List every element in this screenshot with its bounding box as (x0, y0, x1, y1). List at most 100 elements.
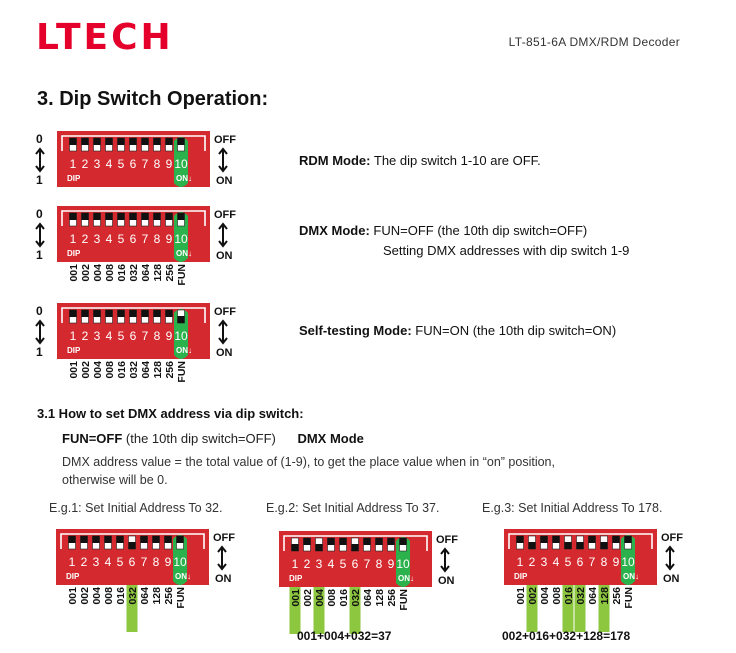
address-description-line-2: otherwise will be 0. (62, 473, 168, 487)
switch-knob-5-off (117, 138, 125, 145)
dmx-mode-desc-2: Setting DMX addresses with dip switch 1-… (383, 243, 630, 258)
value-label-256: 256 (163, 587, 175, 605)
switch-knob-5-off (116, 536, 124, 543)
value-label-008: 008 (104, 361, 116, 379)
switch-number-4: 4 (106, 329, 113, 343)
dip-label: DIP (67, 346, 81, 355)
value-label-128: 128 (374, 589, 386, 607)
ltech-logo: LTECH (36, 17, 174, 58)
value-label-008: 008 (326, 589, 338, 607)
switch-knob-8-off (153, 213, 161, 220)
switch-number-8: 8 (154, 157, 161, 171)
zero-label: 0 (36, 304, 43, 318)
switch-knob-5-on (564, 542, 572, 549)
switch-number-8: 8 (154, 329, 161, 343)
switch-knob-7-off (141, 138, 149, 145)
value-label-064: 064 (139, 587, 151, 605)
switch-knob-2-off (80, 536, 88, 543)
left-double-arrow-icon (35, 319, 45, 345)
switch-knob-2-on (528, 542, 536, 549)
value-label-004: 004 (92, 264, 104, 282)
one-label: 1 (36, 248, 43, 262)
value-label-001: 001 (290, 589, 302, 607)
fun-off-label: FUN=OFF (62, 431, 123, 446)
dip-label: DIP (514, 572, 528, 581)
switch-knob-9-off (165, 213, 173, 220)
switch-knob-10-off (177, 138, 185, 145)
value-label-256: 256 (164, 264, 176, 282)
switch-knob-10-off (624, 536, 632, 543)
self-test-mode-name: Self-testing Mode: (299, 323, 412, 338)
switch-knob-8-off (153, 138, 161, 145)
switch-knob-1-on (291, 544, 299, 551)
left-double-arrow-icon (35, 147, 45, 173)
switch-knob-10-off (177, 213, 185, 220)
switch-number-8: 8 (153, 555, 160, 569)
value-label-004: 004 (92, 361, 104, 379)
value-label-FUN: FUN (176, 361, 188, 383)
switch-knob-1-off (68, 536, 76, 543)
fun-off-line: FUN=OFF (the 10th dip switch=OFF) DMX Mo… (62, 431, 364, 446)
value-label-002: 002 (80, 264, 92, 282)
value-label-008: 008 (104, 264, 116, 282)
switch-number-2: 2 (304, 557, 311, 571)
switch-knob-3-off (93, 213, 101, 220)
on-label: ON (438, 575, 455, 587)
switch-knob-4-off (105, 310, 113, 317)
switch-knob-6-off (129, 138, 137, 145)
off-label: OFF (661, 532, 683, 544)
switch-number-7: 7 (364, 557, 371, 571)
value-label-FUN: FUN (398, 589, 410, 611)
switch-number-10: 10 (174, 329, 188, 343)
switch-knob-5-off (339, 538, 347, 545)
value-label-004: 004 (314, 589, 326, 607)
switch-knob-7-off (140, 536, 148, 543)
off-label: OFF (213, 532, 235, 544)
value-label-016: 016 (116, 361, 128, 379)
switch-knob-5-off (117, 310, 125, 317)
double-arrow-icon (665, 545, 675, 571)
value-label-016: 016 (563, 587, 575, 605)
example-1-label: E.g.1: Set Initial Address To 32. (49, 501, 223, 515)
switch-knob-3-on (315, 544, 323, 551)
switch-number-5: 5 (117, 555, 124, 569)
switch-knob-3-off (93, 310, 101, 317)
dmx-mode-label: DMX Mode (297, 431, 364, 446)
rdm-mode-name: RDM Mode: (299, 153, 371, 168)
example-2-label: E.g.2: Set Initial Address To 37. (266, 501, 440, 515)
switch-knob-3-off (93, 138, 101, 145)
switch-knob-1-off (69, 213, 77, 220)
value-label-064: 064 (587, 587, 599, 605)
value-label-002: 002 (527, 587, 539, 605)
switch-number-3: 3 (93, 555, 100, 569)
value-label-001: 001 (68, 361, 80, 379)
switch-knob-9-off (612, 536, 620, 543)
switch-number-4: 4 (105, 555, 112, 569)
switch-knob-1-off (69, 310, 77, 317)
zero-label: 0 (36, 207, 43, 221)
dip-label: DIP (67, 249, 81, 258)
switch-outline (60, 533, 205, 549)
switch-number-4: 4 (328, 557, 335, 571)
switch-knob-4-off (105, 213, 113, 220)
switch-number-9: 9 (166, 157, 173, 171)
value-label-008: 008 (551, 587, 563, 605)
switch-number-6: 6 (129, 555, 136, 569)
switch-number-3: 3 (94, 232, 101, 246)
switch-number-7: 7 (141, 555, 148, 569)
switch-outline (508, 533, 653, 549)
dip-label: DIP (289, 574, 303, 583)
switch-outline (61, 210, 206, 226)
switch-knob-6-on (576, 542, 584, 549)
switch-number-5: 5 (340, 557, 347, 571)
switch-knob-9-off (387, 538, 395, 545)
switch-number-5: 5 (118, 329, 125, 343)
value-label-002: 002 (80, 361, 92, 379)
switch-number-9: 9 (165, 555, 172, 569)
switch-number-6: 6 (130, 232, 137, 246)
on-arrow-label: ON↓ (398, 574, 414, 583)
switch-outline (61, 307, 206, 323)
